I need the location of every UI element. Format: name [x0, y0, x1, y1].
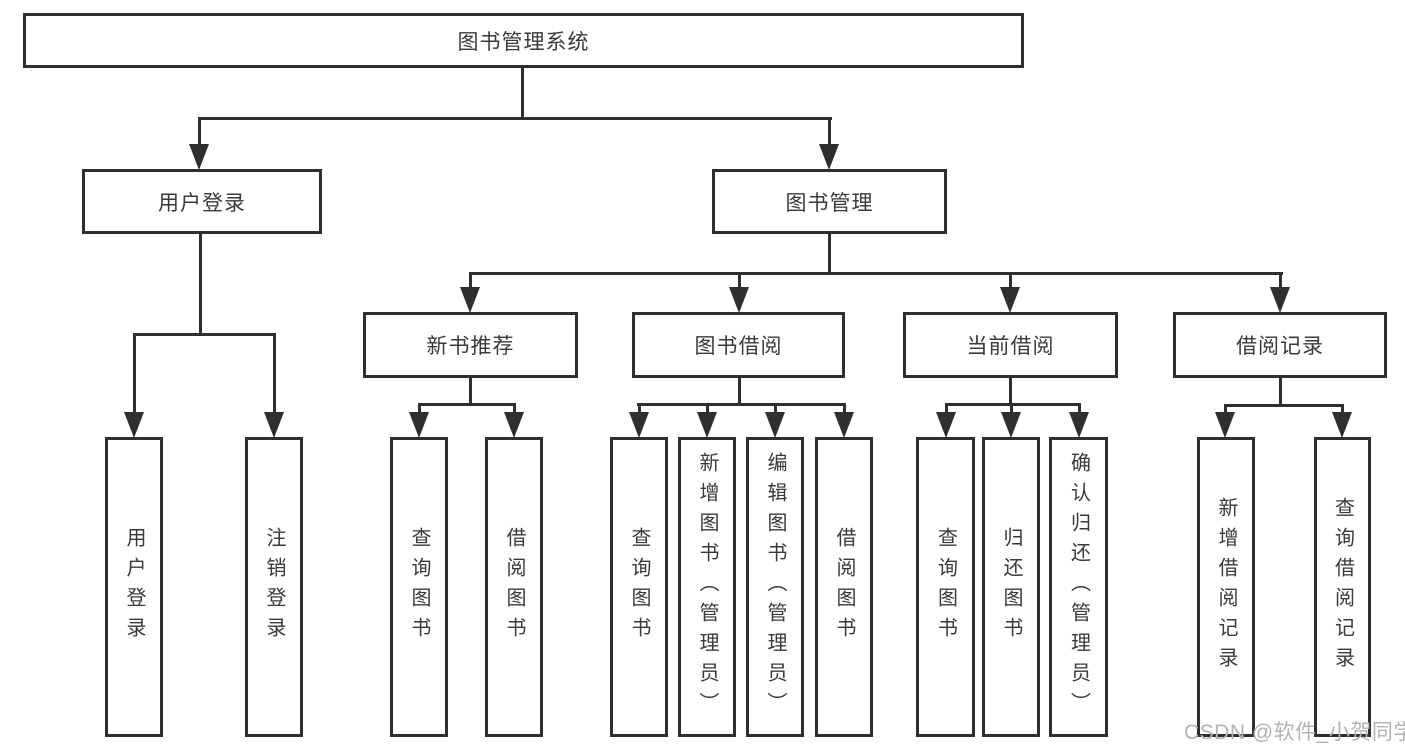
connector-new-books-drop	[469, 376, 472, 406]
arrow-down-icon	[696, 403, 718, 438]
connector-current-borrow-branch	[945, 403, 1081, 406]
leaf-br-query-record: 查询借阅记录	[1314, 437, 1371, 737]
leaf-nb-borrow-books: 借阅图书	[485, 437, 543, 737]
leaf-nb-borrow-books-label: 借阅图书	[503, 527, 525, 647]
node-book-mgmt: 图书管理	[712, 169, 947, 234]
leaf-user-login-label: 用户登录	[123, 527, 145, 647]
node-borrow-records: 借阅记录	[1173, 312, 1387, 378]
arrow-down-icon	[408, 403, 430, 438]
connector-level2-branch	[198, 117, 832, 120]
node-book-borrow-label: 图书借阅	[694, 335, 783, 358]
arrow-down-icon	[628, 403, 650, 438]
arrow-down-icon	[188, 117, 210, 170]
connector-book-borrow-branch	[637, 403, 845, 406]
arrow-down-icon	[833, 403, 855, 438]
leaf-bb-borrow-books: 借阅图书	[815, 437, 873, 737]
connector-root-drop	[521, 66, 524, 119]
connector-current-borrow-drop	[1009, 376, 1012, 406]
leaf-cb-query-books: 查询图书	[916, 437, 975, 737]
leaf-bb-add-books-label: 新增图书（管理员）	[696, 452, 718, 722]
connector-user-login-branch	[133, 333, 276, 336]
arrow-down-icon	[1000, 403, 1022, 438]
leaf-cb-return-books-label: 归还图书	[1000, 527, 1022, 647]
connector-user-login-drop	[199, 232, 202, 336]
leaf-user-login: 用户登录	[105, 437, 163, 737]
leaf-logout: 注销登录	[245, 437, 303, 737]
leaf-cb-query-books-label: 查询图书	[934, 527, 957, 647]
node-book-mgmt-label: 图书管理	[785, 191, 874, 215]
connector-borrow-records-branch	[1224, 404, 1344, 407]
leaf-nb-query-books: 查询图书	[390, 437, 448, 737]
node-root-label: 图书管理系统	[457, 30, 590, 54]
leaf-bb-borrow-books-label: 借阅图书	[833, 527, 855, 647]
leaf-cb-confirm-return-label: 确认归还（管理员）	[1067, 452, 1090, 722]
leaf-cb-return-books: 归还图书	[982, 437, 1040, 737]
node-user-login: 用户登录	[82, 169, 322, 234]
csdn-watermark: CSDN @软件_小贺同学	[1184, 721, 1405, 744]
leaf-logout-label: 注销登录	[263, 527, 285, 647]
leaf-bb-query-books-label: 查询图书	[628, 527, 650, 647]
node-root: 图书管理系统	[23, 13, 1024, 68]
arrow-down-icon	[123, 335, 145, 438]
arrow-down-icon	[1068, 403, 1090, 438]
node-borrow-records-label: 借阅记录	[1236, 335, 1324, 358]
leaf-bb-query-books: 查询图书	[610, 437, 668, 737]
leaf-bb-edit-books-label: 编辑图书（管理员）	[764, 452, 786, 722]
connector-book-mgmt-drop	[828, 232, 831, 275]
arrow-down-icon	[503, 403, 525, 438]
leaf-bb-edit-books: 编辑图书（管理员）	[746, 437, 804, 737]
arrow-down-icon	[999, 272, 1021, 313]
arrow-down-icon	[263, 335, 285, 438]
leaf-nb-query-books-label: 查询图书	[408, 527, 430, 647]
node-current-borrow-label: 当前借阅	[966, 335, 1055, 358]
node-current-borrow: 当前借阅	[903, 312, 1118, 378]
arrow-down-icon	[459, 272, 481, 313]
node-new-books: 新书推荐	[363, 312, 578, 378]
arrow-down-icon	[818, 117, 840, 170]
connector-level3-branch	[469, 272, 1283, 275]
leaf-br-add-record: 新增借阅记录	[1197, 437, 1255, 737]
arrow-down-icon	[764, 403, 786, 438]
leaf-br-add-record-label: 新增借阅记录	[1215, 497, 1237, 677]
node-new-books-label: 新书推荐	[426, 335, 515, 358]
leaf-br-query-record-label: 查询借阅记录	[1331, 497, 1354, 677]
connector-book-borrow-drop	[738, 376, 741, 406]
node-user-login-label: 用户登录	[158, 191, 246, 215]
leaf-bb-add-books: 新增图书（管理员）	[678, 437, 736, 737]
arrow-down-icon	[1214, 404, 1236, 438]
connector-borrow-records-drop	[1279, 376, 1282, 407]
arrow-down-icon	[728, 272, 750, 313]
arrow-down-icon	[1269, 272, 1291, 313]
connector-new-books-branch	[418, 403, 516, 406]
node-book-borrow: 图书借阅	[632, 312, 845, 378]
leaf-cb-confirm-return: 确认归还（管理员）	[1049, 437, 1108, 737]
arrow-down-icon	[935, 403, 957, 438]
arrow-down-icon	[1331, 404, 1353, 438]
